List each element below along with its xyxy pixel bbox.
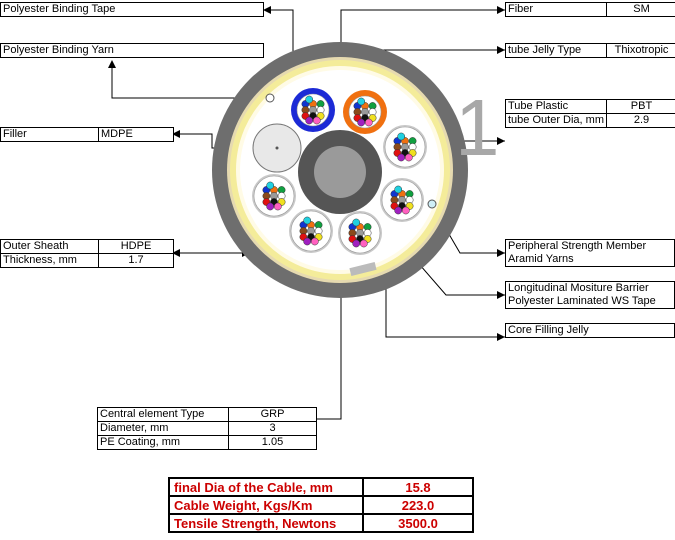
strength-member-dot — [427, 199, 437, 209]
outer-sheath-key: Outer Sheath — [3, 240, 69, 252]
aramid-label: Aramid Yarns — [505, 253, 675, 267]
central-type-key: Central element Type — [100, 408, 205, 420]
summary-value: 223.0 — [362, 495, 474, 515]
moisture-barrier-label: Longitudinal Mositure Barrier — [505, 281, 675, 296]
loose-tube — [289, 209, 333, 253]
central-diameter-key: Diameter, mm — [100, 422, 169, 434]
filler-value: MDPE — [98, 128, 173, 141]
tube-jelly-value: Thixotropic — [606, 44, 675, 57]
peripheral-strength-label: Peripheral Strength Member — [505, 239, 675, 254]
tube-outer-dia-row: tube Outer Dia, mm 2.9 — [505, 114, 675, 128]
fiber — [394, 185, 403, 194]
summary-row: final Dia of the Cable, mm 15.8 — [168, 477, 474, 497]
fiber — [312, 116, 321, 125]
tube-plastic-value: PBT — [606, 100, 675, 113]
fiber — [352, 218, 361, 227]
loose-tube — [343, 90, 387, 134]
loose-tube — [291, 88, 335, 132]
core-jelly-label: Core Filling Jelly — [505, 323, 675, 338]
central-strength-member — [314, 146, 366, 198]
summary-value: 15.8 — [362, 477, 474, 497]
fiber — [359, 239, 368, 248]
central-element-row: Central element Type GRP — [97, 407, 317, 422]
loose-tubes — [252, 88, 427, 255]
central-element-row: PE Coating, mm 1.05 — [97, 436, 317, 450]
outer-sheath-value: HDPE — [98, 240, 173, 253]
tube-jelly-key: tube Jelly Type — [508, 44, 582, 56]
central-coating-value: 1.05 — [228, 436, 316, 449]
fiber — [357, 118, 366, 127]
fiber — [273, 202, 282, 211]
thickness-key: Thickness, mm — [3, 254, 77, 266]
fiber — [401, 206, 410, 215]
fiber — [352, 239, 361, 248]
fiber — [266, 202, 275, 211]
ws-tape-label: Polyester Laminated WS Tape — [505, 295, 675, 309]
loose-tube — [252, 174, 296, 218]
loose-tube — [380, 178, 424, 222]
fiber — [305, 95, 314, 104]
tube-jelly-row: tube Jelly Type Thixotropic — [505, 43, 675, 58]
ripcord — [349, 261, 377, 277]
filler-key: Filler — [3, 128, 27, 140]
thickness-row: Thickness, mm 1.7 — [0, 254, 174, 268]
fiber — [303, 237, 312, 246]
binding-tape-label: Polyester Binding Tape — [0, 2, 264, 17]
fiber — [266, 181, 275, 190]
fiber-row: Fiber SM — [505, 2, 675, 17]
summary-key: final Dia of the Cable, mm — [168, 477, 364, 497]
filler-center-dot — [275, 146, 279, 150]
central-coating-key: PE Coating, mm — [100, 436, 181, 448]
fiber-key: Fiber — [508, 3, 534, 15]
fiber — [357, 97, 366, 106]
thickness-value: 1.7 — [98, 254, 173, 267]
binding-yarn-label: Polyester Binding Yarn — [0, 43, 264, 58]
summary-key: Cable Weight, Kgs/Km — [168, 495, 364, 515]
fiber — [394, 206, 403, 215]
summary-key: Tensile Strength, Newtons — [168, 513, 364, 533]
fiber — [404, 153, 413, 162]
fiber — [310, 237, 319, 246]
summary-table: final Dia of the Cable, mm 15.8 Cable We… — [168, 477, 474, 533]
tube-outer-dia-value: 2.9 — [606, 114, 675, 127]
filler-label: Filler MDPE — [0, 127, 174, 142]
watermark-number: 1 — [455, 83, 500, 172]
central-type-value: GRP — [228, 408, 316, 421]
loose-tube — [338, 211, 382, 255]
central-element-row: Diameter, mm 3 — [97, 422, 317, 436]
fiber — [397, 132, 406, 141]
tube-plastic-key: Tube Plastic — [508, 100, 569, 112]
fiber — [364, 118, 373, 127]
binding-yarn-dot — [265, 93, 275, 103]
tube-plastic-row: Tube Plastic PBT — [505, 99, 675, 114]
fiber — [303, 216, 312, 225]
cable-body — [212, 42, 468, 298]
summary-row: Tensile Strength, Newtons 3500.0 — [168, 513, 474, 533]
tube-outer-dia-key: tube Outer Dia, mm — [508, 114, 604, 126]
summary-value: 3500.0 — [362, 513, 474, 533]
central-diameter-value: 3 — [228, 422, 316, 435]
outer-sheath-row: Outer Sheath HDPE — [0, 239, 174, 254]
fiber — [397, 153, 406, 162]
summary-row: Cable Weight, Kgs/Km 223.0 — [168, 495, 474, 515]
fiber — [305, 116, 314, 125]
fiber-value: SM — [606, 3, 675, 16]
loose-tube — [383, 125, 427, 169]
